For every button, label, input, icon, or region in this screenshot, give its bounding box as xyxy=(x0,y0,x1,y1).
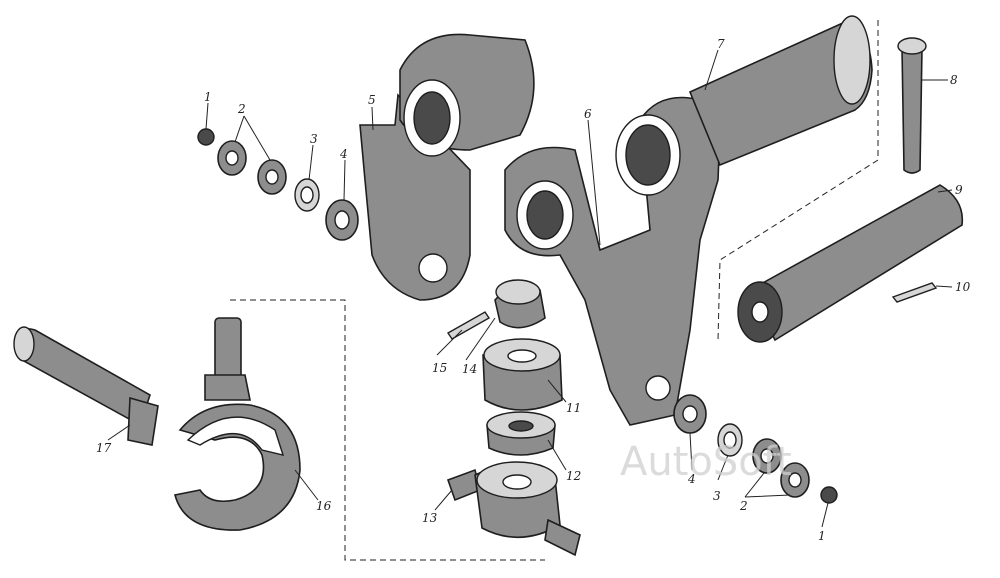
part-14-castle-nut xyxy=(494,279,546,329)
callout-labels: 1 2 3 4 5 6 7 8 9 10 11 12 13 14 15 16 1… xyxy=(96,37,971,543)
part-11-bushing xyxy=(482,338,563,411)
callout-6: 6 xyxy=(584,107,592,121)
part-10-cotter-pin xyxy=(891,282,938,303)
callout-14: 14 xyxy=(462,362,477,376)
callout-9: 9 xyxy=(955,183,963,197)
callout-7: 7 xyxy=(717,37,725,51)
callout-1-right: 1 xyxy=(818,529,826,543)
callout-16: 16 xyxy=(316,499,332,513)
callout-3-left: 3 xyxy=(310,132,318,146)
left-hardware-set xyxy=(197,128,359,241)
part-13-trunnion xyxy=(446,461,581,557)
callout-12: 12 xyxy=(566,469,581,483)
part-9-splined-sleeve xyxy=(737,184,964,343)
part-7-splined-shaft xyxy=(688,15,873,167)
part-15-cotter-pin xyxy=(447,311,490,340)
assembly-lines xyxy=(230,20,879,561)
callout-11: 11 xyxy=(566,401,581,415)
callout-17: 17 xyxy=(96,441,112,455)
leader-lines xyxy=(107,49,953,528)
part-5-lever-arm xyxy=(359,33,535,301)
part-6-bracket xyxy=(504,96,721,426)
right-hardware-set xyxy=(673,394,838,504)
part-17-splined-pin xyxy=(13,326,159,446)
callout-3-right: 3 xyxy=(713,489,721,503)
callout-5: 5 xyxy=(368,93,376,107)
part-8-pin xyxy=(897,37,927,174)
callout-2-left: 2 xyxy=(237,102,246,116)
callout-13: 13 xyxy=(422,511,438,525)
callout-2-right: 2 xyxy=(739,499,748,513)
watermark: AutoSoft xyxy=(620,439,792,485)
callout-1-left: 1 xyxy=(204,90,212,104)
part-12-bearing xyxy=(486,411,556,456)
callout-8: 8 xyxy=(950,73,958,87)
callout-4-left: 4 xyxy=(339,147,348,161)
callout-4-right: 4 xyxy=(687,472,696,486)
callout-15: 15 xyxy=(432,361,447,375)
callout-10: 10 xyxy=(955,280,971,294)
part-16-hook xyxy=(174,317,301,531)
